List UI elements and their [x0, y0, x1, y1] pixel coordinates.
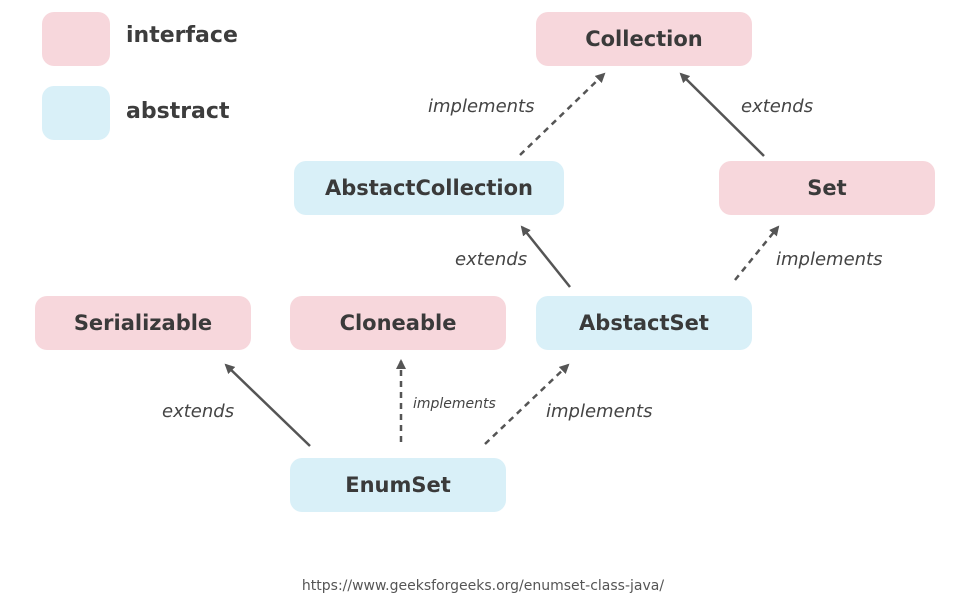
- label-enumset-serializable: extends: [162, 401, 235, 422]
- node-enumset: EnumSet: [290, 458, 506, 512]
- label-abstractset-set: implements: [776, 249, 883, 270]
- edge-set-collection: [679, 72, 765, 157]
- node-collection: Collection: [536, 12, 752, 66]
- node-set: Set: [719, 161, 935, 215]
- edge-abstractset-abstractcollection: [520, 225, 571, 288]
- edge-enumset-serializable: [224, 363, 311, 447]
- label-abstractset-abstractcollection: extends: [455, 249, 528, 270]
- node-cloneable: Cloneable: [290, 296, 506, 350]
- edge-enumset-abstractset: [484, 363, 570, 445]
- node-abstract-set: AbstactSet: [536, 296, 752, 350]
- label-abstractcollection-collection: implements: [428, 96, 535, 117]
- edge-abstractset-set: [734, 225, 780, 281]
- source-url: https://www.geeksforgeeks.org/enumset-cl…: [301, 578, 665, 594]
- label-enumset-cloneable: implements: [413, 396, 496, 412]
- legend-interface-swatch: [42, 12, 110, 66]
- legend-abstract-label: abstract: [126, 99, 230, 124]
- node-abstract-collection: AbstactCollection: [294, 161, 564, 215]
- legend-abstract-swatch: [42, 86, 110, 140]
- edge-abstractcollection-collection: [519, 72, 606, 156]
- label-enumset-abstractset: implements: [546, 401, 653, 422]
- node-serializable: Serializable: [35, 296, 251, 350]
- label-set-collection: extends: [741, 96, 814, 117]
- legend-interface-label: interface: [126, 23, 238, 48]
